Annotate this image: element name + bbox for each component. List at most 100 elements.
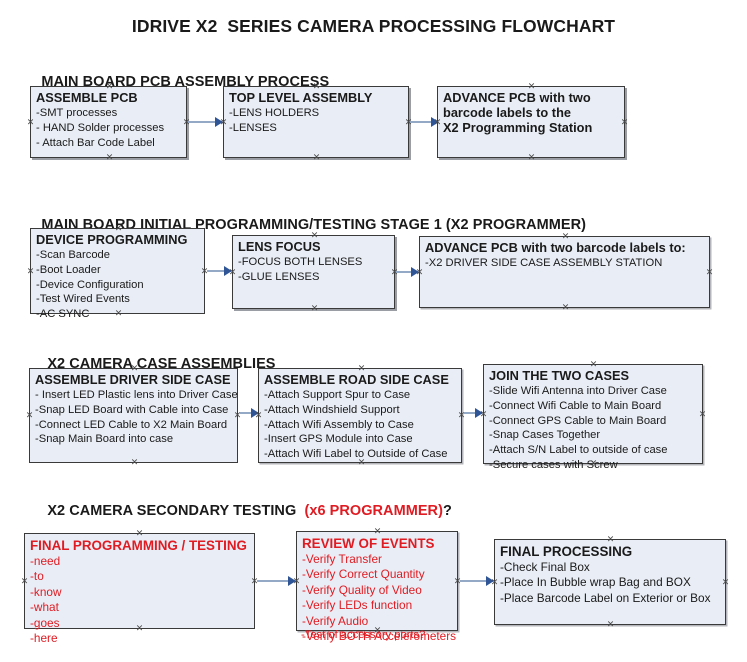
resize-handle-left[interactable]: ✕ xyxy=(26,117,35,127)
resize-handle-top[interactable]: ✕ xyxy=(373,526,382,536)
resize-handle-bottom[interactable]: ✕ xyxy=(312,152,321,162)
resize-handle-top[interactable]: ✕ xyxy=(527,81,536,91)
node-title: ADVANCE PCB with two xyxy=(443,90,591,105)
resize-handle-right[interactable]: ✕ xyxy=(250,576,259,586)
resize-handle-left[interactable]: ✕ xyxy=(25,410,34,420)
node-review-of-events[interactable]: REVIEW OF EVENTS -Verify Transfer -Verif… xyxy=(293,527,462,644)
resize-handle-right[interactable]: ✕ xyxy=(457,410,466,420)
resize-handle-bottom[interactable]: ✕ xyxy=(527,152,536,162)
node-line: -Boot Loader xyxy=(36,263,101,276)
resize-handle-right[interactable]: ✕ xyxy=(390,267,399,277)
connector-arrow xyxy=(396,267,419,277)
resize-handle-right[interactable]: ✕ xyxy=(620,117,629,127)
resize-handle-bottom[interactable]: ✕ xyxy=(310,303,319,313)
resize-handle-top[interactable]: ✕ xyxy=(130,363,139,373)
connector-arrow xyxy=(257,576,296,586)
node-line: -Connect GPS Cable to Main Board xyxy=(489,414,667,427)
connector-arrow xyxy=(464,408,483,418)
node-line: -Snap Cases Together xyxy=(489,429,601,442)
resize-handle-top[interactable]: ✕ xyxy=(606,534,615,544)
node-line: -Scan Barcode xyxy=(36,248,111,261)
resize-handle-top[interactable]: ✕ xyxy=(135,528,144,538)
section-heading-4-highlight: (x6 PROGRAMMER) xyxy=(304,503,443,519)
resize-handle-top[interactable]: ✕ xyxy=(589,359,598,369)
node-device-programming[interactable]: DEVICE PROGRAMMING -Scan Barcode -Boot L… xyxy=(27,224,209,321)
node-title: FINAL PROCESSING xyxy=(500,544,633,559)
node-title: ASSEMBLE DRIVER SIDE CASE xyxy=(35,372,231,387)
node-line: -Connect Wifi Cable to Main Board xyxy=(489,399,662,412)
node-line: -Verify Audio xyxy=(302,613,369,628)
node-lens-focus[interactable]: LENS FOCUS -FOCUS BOTH LENSES -GLUE LENS… xyxy=(229,231,399,313)
node-final-processing[interactable]: FINAL PROCESSING -Check Final Box -Place… xyxy=(491,535,730,629)
resize-handle-top[interactable]: ✕ xyxy=(105,81,114,91)
resize-handle-left[interactable]: ✕ xyxy=(490,577,499,587)
node-line: - Insert LED Plastic lens into Driver Ca… xyxy=(35,388,238,401)
node-join-the-two-cases[interactable]: JOIN THE TWO CASES -Slide Wifi Antenna i… xyxy=(480,360,707,471)
node-top-level-assembly[interactable]: TOP LEVEL ASSEMBLY -LENS HOLDERS -LENSES… xyxy=(220,82,413,162)
resize-handle-right[interactable]: ✕ xyxy=(404,117,413,127)
resize-handle-right[interactable]: ✕ xyxy=(182,117,191,127)
resize-handle-right[interactable]: ✕ xyxy=(721,577,730,587)
resize-handle-top[interactable]: ✕ xyxy=(357,363,366,373)
resize-handle-right[interactable]: ✕ xyxy=(233,410,242,420)
resize-handle-bottom[interactable]: ✕ xyxy=(130,457,139,467)
resize-handle-right[interactable]: ✕ xyxy=(705,267,714,277)
node-title: FINAL PROGRAMMING / TESTING xyxy=(30,538,247,553)
node-line: -Snap LED Board with Cable into Case xyxy=(35,403,229,416)
node-title: DEVICE PROGRAMMING xyxy=(36,232,188,247)
node-line: barcode labels to the xyxy=(443,104,572,120)
node-title: TOP LEVEL ASSEMBLY xyxy=(229,90,373,105)
node-assemble-pcb[interactable]: ASSEMBLE PCB -SMT processes - HAND Solde… xyxy=(27,82,191,162)
resize-handle-bottom[interactable]: ✕ xyxy=(357,457,366,467)
resize-handle-bottom[interactable]: ✕ xyxy=(105,152,114,162)
resize-handle-bottom[interactable]: ✕ xyxy=(373,625,382,635)
node-line: -what xyxy=(30,600,59,615)
resize-handle-bottom[interactable]: ✕ xyxy=(561,302,570,312)
node-line: -Place In Bubble wrap Bag and BOX xyxy=(500,575,691,590)
resize-handle-bottom[interactable]: ✕ xyxy=(114,308,123,318)
resize-handle-left[interactable]: ✕ xyxy=(20,576,29,586)
resize-handle-top[interactable]: ✕ xyxy=(114,223,123,233)
resize-handle-right[interactable]: ✕ xyxy=(200,266,209,276)
resize-handle-left[interactable]: ✕ xyxy=(26,266,35,276)
node-title: REVIEW OF EVENTS xyxy=(302,536,435,551)
resize-handle-left[interactable]: ✕ xyxy=(228,267,237,277)
node-title: ASSEMBLE PCB xyxy=(36,90,138,105)
resize-handle-right[interactable]: ✕ xyxy=(453,576,462,586)
resize-handle-left[interactable]: ✕ xyxy=(254,410,263,420)
resize-handle-left[interactable]: ✕ xyxy=(479,409,488,419)
node-assemble-road-side-case[interactable]: ASSEMBLE ROAD SIDE CASE -Attach Support … xyxy=(255,364,466,467)
resize-handle-left[interactable]: ✕ xyxy=(433,117,442,127)
node-advance-pcb-driver-side[interactable]: ADVANCE PCB with two barcode labels to: … xyxy=(416,232,714,312)
node-line: -goes xyxy=(30,615,60,630)
resize-handle-top[interactable]: ✕ xyxy=(561,231,570,241)
node-line: -X2 DRIVER SIDE CASE ASSEMBLY STATION xyxy=(425,256,663,269)
resize-handle-bottom[interactable]: ✕ xyxy=(606,619,615,629)
node-line: -Test Wired Events xyxy=(36,293,130,306)
node-line: -know xyxy=(30,584,62,599)
node-line: -Secure cases with Screw xyxy=(489,458,618,471)
node-title: ADVANCE PCB with two barcode labels to: xyxy=(425,240,686,255)
resize-handle-right[interactable]: ✕ xyxy=(698,409,707,419)
resize-handle-bottom[interactable]: ✕ xyxy=(135,623,144,633)
node-line: -Attach Support Spur to Case xyxy=(264,388,411,401)
connector-arrow xyxy=(410,117,439,127)
node-assemble-driver-side-case[interactable]: ASSEMBLE DRIVER SIDE CASE - Insert LED P… xyxy=(26,364,242,467)
resize-handle-top[interactable]: ✕ xyxy=(312,81,321,91)
section-heading-4-text: X2 CAMERA SECONDARY TESTING xyxy=(47,503,305,519)
resize-handle-left[interactable]: ✕ xyxy=(292,576,301,586)
resize-handle-left[interactable]: ✕ xyxy=(219,117,228,127)
node-final-programming-testing[interactable]: FINAL PROGRAMMING / TESTING -need -to -k… xyxy=(21,529,259,646)
page-title: IDRIVE X2 SERIES CAMERA PROCESSING FLOWC… xyxy=(131,16,616,36)
node-overflow-line: -Test of accessory ports? xyxy=(301,629,426,641)
section-heading-4-tail: ? xyxy=(442,503,452,519)
node-line: -Slide Wifi Antenna into Driver Case xyxy=(489,384,667,397)
node-line: -AC SYNC xyxy=(36,308,90,321)
connector-arrow xyxy=(188,117,223,127)
node-advance-pcb-station[interactable]: ADVANCE PCB with two barcode labels to t… xyxy=(434,82,629,162)
resize-handle-bottom[interactable]: ✕ xyxy=(589,458,598,468)
node-line: -Device Configuration xyxy=(36,278,144,291)
resize-handle-left[interactable]: ✕ xyxy=(415,267,424,277)
resize-handle-top[interactable]: ✕ xyxy=(310,230,319,240)
